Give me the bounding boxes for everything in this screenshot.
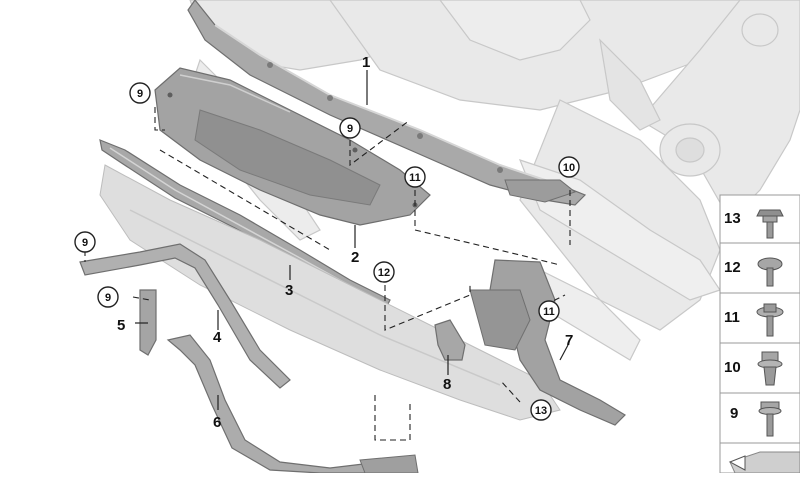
legend-label-10: 10 [724, 359, 741, 376]
callout-7: 7 [565, 332, 573, 349]
fastener-callouts: 9 9 9 9 10 11 11 12 13 [74, 82, 580, 421]
svg-text:11: 11 [409, 172, 421, 184]
circle-callout-9c: 9 [74, 231, 96, 253]
callout-3: 3 [285, 282, 293, 299]
svg-text:11: 11 [543, 306, 555, 318]
circle-callout-12: 12 [373, 261, 395, 283]
round-head-screw-icon [757, 257, 783, 287]
fastener-legend: 13 12 11 10 9 [719, 194, 800, 474]
circle-callout-13: 13 [530, 399, 552, 421]
circle-callout-9d: 9 [97, 286, 119, 308]
svg-text:9: 9 [347, 123, 353, 135]
circle-callout-11a: 11 [404, 166, 426, 188]
callout-4: 4 [213, 329, 222, 346]
circle-callout-9b: 9 [339, 117, 361, 139]
part-6-lower-tube [166, 334, 419, 474]
legend-label-11: 11 [724, 309, 740, 326]
part-8-clip [434, 319, 466, 361]
circle-callout-9a: 9 [129, 82, 151, 104]
legend-label-13: 13 [724, 210, 741, 227]
legend-label-12: 12 [724, 259, 741, 276]
part-callouts: 1 2 3 4 5 6 7 8 [117, 54, 573, 431]
dashed-guides [84, 107, 571, 441]
part-4-strut [79, 243, 291, 389]
leader-lines [135, 70, 569, 410]
flange-hex-bolt-icon [756, 209, 784, 239]
legend-footer-icon [728, 451, 800, 474]
legend-label-9: 9 [730, 405, 738, 422]
svg-text:9: 9 [137, 88, 143, 100]
svg-text:10: 10 [563, 162, 575, 174]
svg-text:12: 12 [378, 267, 390, 279]
svg-text:13: 13 [535, 405, 547, 417]
part-2-underbody-shield [154, 67, 431, 226]
hex-bolt-icon [758, 401, 782, 437]
callout-8: 8 [443, 376, 451, 393]
callout-5: 5 [117, 317, 125, 334]
callout-1: 1 [362, 54, 370, 71]
callout-6: 6 [213, 414, 221, 431]
washer-bolt-icon [756, 303, 784, 337]
svg-text:9: 9 [82, 237, 88, 249]
circle-callout-11b: 11 [538, 300, 560, 322]
part-1-upper-cross-member [187, 0, 587, 206]
expanding-rivet-icon [757, 351, 783, 386]
callout-2: 2 [351, 249, 359, 266]
circle-callout-10: 10 [558, 156, 580, 178]
svg-text:9: 9 [105, 292, 111, 304]
